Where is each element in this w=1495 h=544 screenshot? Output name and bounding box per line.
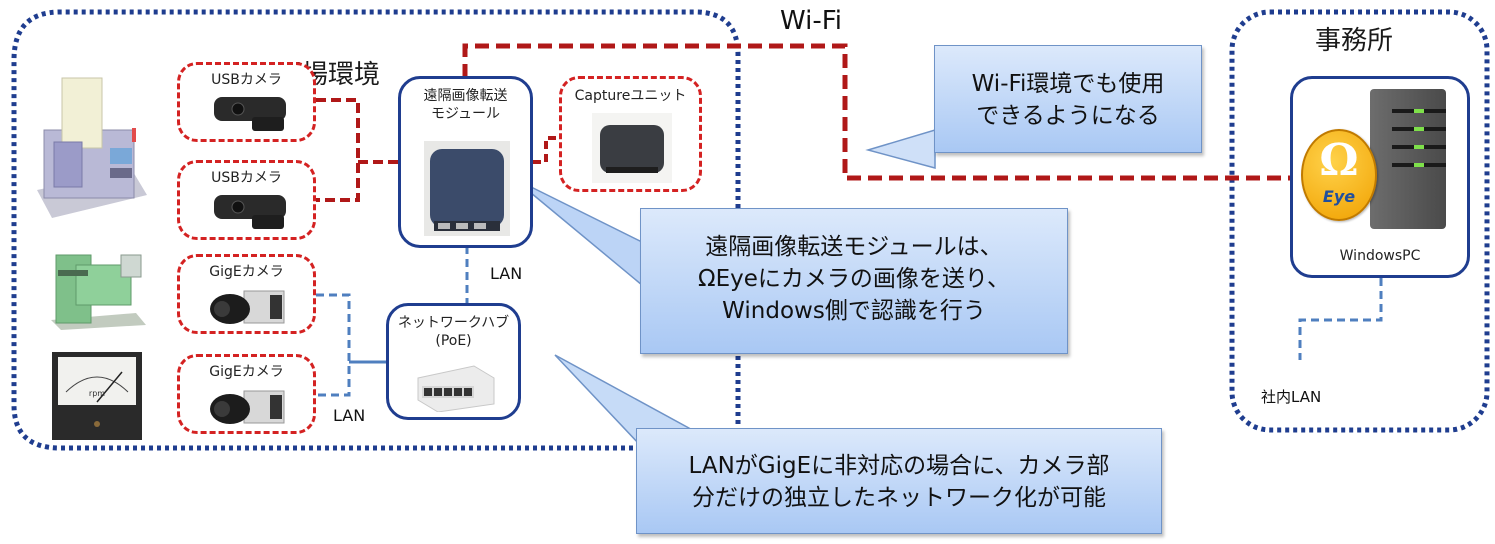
webcam-icon bbox=[212, 193, 288, 237]
windows-pc-label: WindowsPC bbox=[1339, 248, 1421, 264]
office-lan-link bbox=[1298, 278, 1383, 360]
webcam-icon bbox=[212, 95, 288, 139]
wifi-label: Wi-Fi bbox=[780, 6, 843, 36]
wifi-callout-line2: できるようになる bbox=[976, 103, 1160, 129]
lan-label-upper: LAN bbox=[490, 264, 523, 283]
lan-label-lower: LAN bbox=[333, 406, 366, 425]
capture-unit-node[interactable]: Captureユニット bbox=[559, 76, 702, 192]
omega-eye-logo: Ω Eye bbox=[1301, 129, 1377, 221]
milling-machine-icon bbox=[46, 235, 151, 330]
machining-center-icon bbox=[22, 70, 152, 220]
hub-callout: LANがGigEに非対応の場合に、カメラ部 分だけの独立したネットワーク化が可能 bbox=[636, 428, 1162, 534]
usb-camera-1[interactable]: USBカメラ bbox=[177, 62, 316, 142]
module-callout-line1: 遠隔画像転送モジュールは、 bbox=[705, 234, 1003, 260]
omega-eye-text: Eye bbox=[1322, 187, 1356, 206]
wifi-callout: Wi-Fi環境でも使用 できるようになる bbox=[934, 45, 1202, 153]
gige-camera-1[interactable]: GigEカメラ bbox=[177, 254, 316, 334]
capture-unit-device-icon bbox=[592, 113, 672, 187]
gige-camera-2-label: GigEカメラ bbox=[209, 364, 284, 380]
usb-camera-2[interactable]: USBカメラ bbox=[177, 160, 316, 240]
rpm-meter-icon: rpm bbox=[52, 352, 142, 440]
network-hub-label-2: (PoE) bbox=[435, 333, 472, 349]
industrial-camera-icon bbox=[208, 287, 288, 331]
omega-eye-symbol: Ω bbox=[1319, 135, 1359, 186]
module-callout-pointer bbox=[512, 177, 649, 292]
module-callout-line3: Windows側で認識を行う bbox=[722, 298, 986, 324]
hub-callout-line2: 分だけの独立したネットワーク化が可能 bbox=[692, 485, 1106, 511]
usb-camera-2-label: USBカメラ bbox=[211, 170, 282, 186]
module-callout-line2: ΩEyeにカメラの画像を送り、 bbox=[698, 266, 1010, 292]
hub-callout-line1: LANがGigEに非対応の場合に、カメラ部 bbox=[688, 453, 1110, 479]
wifi-callout-line1: Wi-Fi環境でも使用 bbox=[971, 71, 1165, 97]
svg-text:rpm: rpm bbox=[89, 389, 105, 398]
windows-pc-node[interactable]: Ω Eye WindowsPC bbox=[1290, 76, 1470, 278]
server-tower-icon bbox=[1368, 87, 1448, 236]
office-zone-title: 事務所 bbox=[1315, 26, 1394, 56]
wifi-callout-pointer bbox=[865, 128, 936, 169]
network-hub-label-1: ネットワークハブ bbox=[397, 315, 510, 331]
transfer-module-node[interactable]: 遠隔画像転送 モジュール bbox=[398, 76, 533, 248]
industrial-camera-icon bbox=[208, 387, 288, 431]
gige-camera-1-label: GigEカメラ bbox=[209, 264, 284, 280]
capture-unit-label: Captureユニット bbox=[574, 88, 687, 104]
office-lan-label: 社内LAN bbox=[1261, 388, 1322, 406]
ethernet-switch-icon bbox=[414, 356, 498, 416]
capture-link bbox=[533, 136, 560, 164]
transfer-module-label-1: 遠隔画像転送 bbox=[423, 88, 508, 104]
lan-link-gige bbox=[316, 293, 351, 397]
network-hub-node[interactable]: ネットワークハブ (PoE) bbox=[386, 303, 521, 420]
gige-camera-2[interactable]: GigEカメラ bbox=[177, 354, 316, 434]
usb-link-1 bbox=[316, 98, 360, 202]
usb-camera-1-label: USBカメラ bbox=[211, 72, 282, 88]
raspberry-pi-case-icon bbox=[424, 141, 510, 240]
module-callout: 遠隔画像転送モジュールは、 ΩEyeにカメラの画像を送り、 Windows側で認… bbox=[640, 208, 1068, 354]
transfer-module-label-2: モジュール bbox=[430, 106, 501, 122]
